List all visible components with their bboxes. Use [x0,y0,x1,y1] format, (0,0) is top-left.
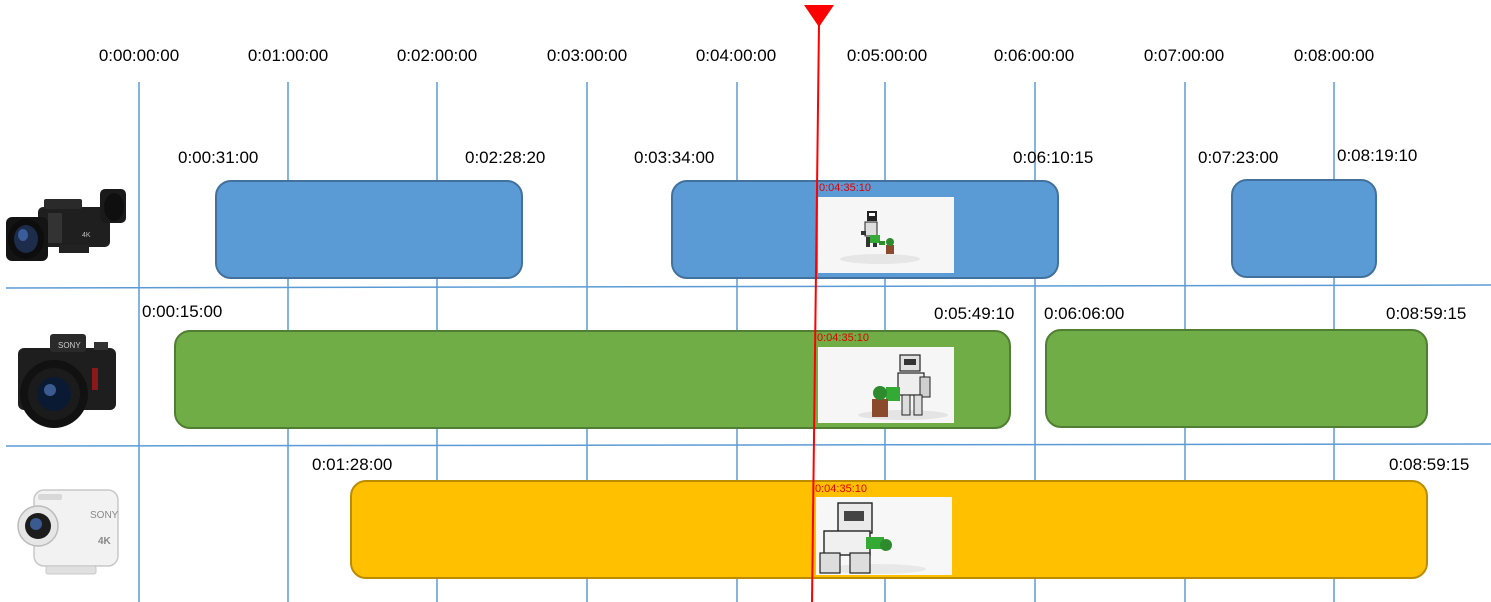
svg-text:4K: 4K [98,536,112,547]
mirrorless-camera-icon: SONY [14,328,120,432]
clip-1c[interactable] [1231,179,1377,278]
tick-label: 0:00:00:00 [98,46,180,65]
clip-end-label: 0:08:59:15 [1386,304,1467,323]
clip-2b[interactable] [1045,329,1428,428]
frame-thumbnail [816,497,952,575]
clip-start-label: 0:07:23:00 [1198,148,1279,167]
clip-end-label: 0:08:19:10 [1337,146,1418,165]
svg-text:4K: 4K [82,232,91,239]
frame-thumbnail [818,347,954,423]
svg-text:SONY: SONY [90,510,119,521]
robot-frame-image [816,497,952,575]
tick-label: 0:04:00:00 [695,46,777,65]
clip-start-label: 0:01:28:00 [312,455,393,474]
robot-frame-image [818,347,954,423]
camcorder-icon: 4K [4,185,132,271]
action-camera-icon: SONY 4K [16,486,120,576]
clip-start-label: 0:00:15:00 [142,302,223,321]
tick-label: 0:06:00:00 [993,46,1075,65]
svg-text:SONY: SONY [58,341,81,350]
frame-time-label: 0:04:35:10 [817,332,869,344]
clip-end-label: 0:06:10:15 [1013,148,1094,167]
tick-label: 0:05:00:00 [846,46,928,65]
playhead-line [811,23,820,602]
playhead-marker-icon [804,5,834,27]
clip-end-label: 0:02:28:20 [465,148,546,167]
track-divider [5,443,1491,447]
clip-start-label: 0:06:06:00 [1044,304,1125,323]
tick-label: 0:01:00:00 [247,46,329,65]
frame-time-label: 0:04:35:10 [815,483,867,495]
frame-thumbnail [818,197,954,273]
clip-end-label: 0:08:59:15 [1389,455,1470,474]
tick-label: 0:02:00:00 [396,46,478,65]
tick-label: 0:07:00:00 [1143,46,1225,65]
track-divider [5,284,1491,289]
clip-start-label: 0:00:31:00 [178,148,259,167]
clip-1a[interactable] [215,180,523,279]
frame-time-label: 0:04:35:10 [819,182,871,194]
robot-frame-image [818,197,954,273]
clip-end-label: 0:05:49:10 [934,304,1015,323]
tick-label: 0:08:00:00 [1293,46,1375,65]
clip-start-label: 0:03:34:00 [634,148,715,167]
tick-label: 0:03:00:00 [546,46,628,65]
